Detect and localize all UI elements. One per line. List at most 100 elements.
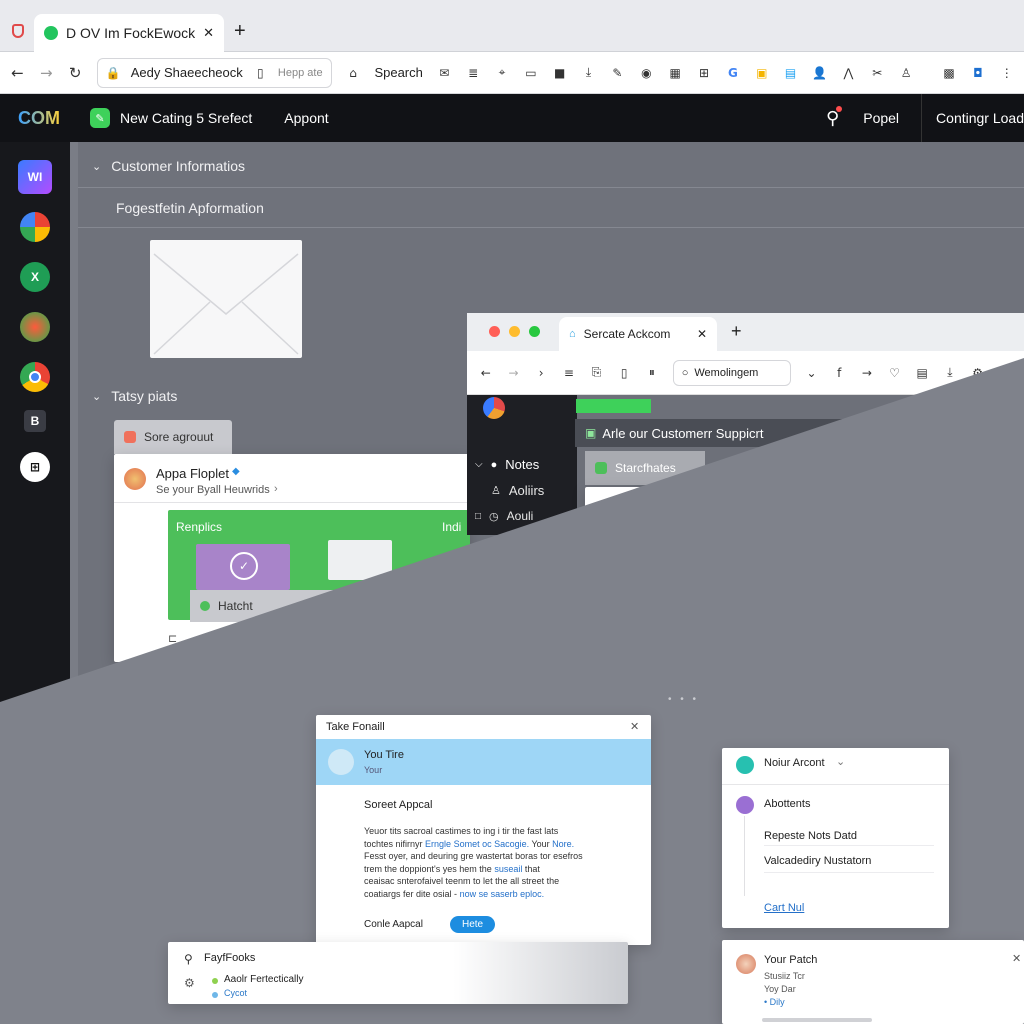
bottom-card-item[interactable]: Aaolr Fertectically: [224, 974, 304, 985]
window-minimize-icon[interactable]: [509, 326, 520, 337]
menu-dots-icon[interactable]: ⋮: [1000, 65, 1013, 80]
share-icon[interactable]: →: [861, 365, 872, 380]
settings-icon[interactable]: ⚙: [972, 365, 983, 380]
window-close-icon[interactable]: [489, 326, 500, 337]
sidebar-grid-icon[interactable]: ⊞: [20, 452, 50, 482]
bottom-card-title[interactable]: FayfFooks: [204, 952, 256, 964]
checkbox-row[interactable]: ✓ Sale Ficlity: [651, 651, 727, 665]
dialog-body-link[interactable]: suseail: [494, 863, 523, 874]
account-link[interactable]: Cart Nul: [764, 902, 805, 914]
header-new-item[interactable]: New Cating 5 Srefect: [120, 110, 253, 126]
sidebar-app-wi[interactable]: WI: [18, 160, 52, 194]
heart-icon[interactable]: ♡: [889, 365, 900, 380]
new-tab-button[interactable]: +: [234, 20, 246, 42]
new-tab-button[interactable]: +: [731, 321, 742, 341]
checkbox-checked-icon[interactable]: ✓: [629, 544, 641, 556]
app-logo[interactable]: COM: [0, 108, 78, 129]
section-tasty[interactable]: ⌄ Tatsy piats: [92, 388, 177, 404]
download-icon[interactable]: ⤓: [947, 365, 953, 379]
apple-subtitle[interactable]: Se your Byall Heuwrids: [156, 484, 270, 496]
close-tab-icon[interactable]: ✕: [696, 327, 707, 341]
sidebar-app-b-icon[interactable]: B: [24, 410, 46, 432]
checkbox-row[interactable]: Customer Soglics: [629, 567, 741, 581]
back-arrow-icon[interactable]: ←: [11, 63, 24, 82]
tools-icon[interactable]: ✂: [872, 65, 883, 80]
close-icon[interactable]: ✕: [630, 720, 640, 733]
inner-side-item-2[interactable]: ♙ Aoliirs: [491, 483, 544, 498]
dialog-body-link[interactable]: Nore.: [552, 838, 575, 849]
apple-title[interactable]: Appa Floplet: [156, 466, 229, 481]
hatch-tab[interactable]: Hatcht: [190, 590, 470, 622]
chevron-down-icon[interactable]: ⌄: [836, 756, 846, 768]
window-maximize-icon[interactable]: [529, 326, 540, 337]
inner-panel-tab[interactable]: Starcfhates: [585, 451, 705, 485]
pause-icon[interactable]: ⏸: [648, 365, 655, 379]
forward-arrow-icon[interactable]: →: [40, 63, 53, 82]
address-bar[interactable]: 🔒 Aedy Shaeecheock ▯ Hepp ate: [96, 57, 332, 88]
search-icon[interactable]: ⚲: [826, 105, 843, 129]
fregout-label[interactable]: Frecfoutor Custons: [200, 632, 303, 646]
mail-icon[interactable]: ✉: [439, 65, 450, 80]
qr-icon[interactable]: ▩: [943, 65, 955, 80]
sore-tab[interactable]: Sore agrouut: [114, 420, 232, 454]
grid-icon[interactable]: ⊞: [698, 65, 710, 80]
list-icon[interactable]: ≡: [563, 365, 574, 380]
patch-title[interactable]: Your Patch: [764, 954, 818, 966]
shield-icon[interactable]: [12, 24, 24, 38]
browser-tab[interactable]: D OV Im FockEwock5cl ✕: [34, 14, 224, 52]
header-right-item[interactable]: Popel: [863, 110, 900, 126]
inner-side-item-notes[interactable]: ⌵ ● Notes: [475, 457, 539, 472]
checkbox-row[interactable]: ✓ Castalinps: [629, 543, 703, 557]
dialog-footer-text[interactable]: Conle Aapcal: [364, 919, 423, 930]
reload-icon[interactable]: ↻: [68, 63, 82, 82]
account-item[interactable]: Abottents: [764, 798, 811, 810]
toolbar-search-label[interactable]: Spearch: [374, 65, 423, 80]
lock-icon[interactable]: ⌂: [349, 65, 357, 80]
docs-icon[interactable]: ▤: [784, 65, 797, 80]
document-icon[interactable]: ▤: [916, 365, 928, 380]
download-icon[interactable]: ⤓: [585, 65, 592, 79]
chevron-down-icon[interactable]: ⌄: [806, 365, 817, 380]
sidebar-app-excel-icon[interactable]: X: [20, 262, 50, 292]
account-item[interactable]: Valcadediry Nustatorn: [764, 855, 872, 867]
inner-header[interactable]: ▣ Arle our Customerr Suppicrt: [575, 419, 945, 447]
forward-arrow-icon[interactable]: ›: [538, 365, 544, 380]
list-icon[interactable]: ≣: [468, 65, 479, 80]
back-arrow-icon[interactable]: ←: [480, 365, 491, 380]
header-right-item-2[interactable]: Contingr Load: [936, 110, 1024, 126]
circle-icon[interactable]: ○: [1000, 365, 1011, 380]
facebook-icon[interactable]: f: [837, 365, 842, 380]
dialog-confirm-button[interactable]: Hete: [450, 916, 496, 933]
section-customer-info[interactable]: ⌄ Customer Informatios: [92, 158, 245, 174]
window-icon[interactable]: ▯: [620, 365, 628, 380]
close-tab-icon[interactable]: ✕: [203, 25, 214, 41]
tag-icon[interactable]: ⌖: [498, 65, 506, 79]
file-icon[interactable]: ⎘: [591, 365, 602, 379]
close-icon[interactable]: ✕: [1012, 952, 1022, 965]
user-icon[interactable]: 👤: [812, 65, 827, 80]
sidebar-app-chrome-icon[interactable]: [20, 362, 50, 392]
dialog-user-row[interactable]: You Tire Your: [316, 739, 651, 785]
account-item[interactable]: Repeste Nots Datd: [764, 830, 857, 842]
calendar-icon[interactable]: ▦: [669, 65, 681, 80]
inner-side-item-3[interactable]: □ ◷ Aouli: [475, 509, 533, 523]
new-item-icon[interactable]: ✎: [90, 108, 110, 128]
scrollbar[interactable]: [762, 1018, 872, 1022]
account-title[interactable]: Noiur Arcont: [764, 757, 825, 769]
extension-icon[interactable]: ◘: [973, 65, 983, 80]
pen-icon[interactable]: ✎: [612, 65, 623, 80]
google-icon[interactable]: G: [727, 65, 738, 80]
circle-info-icon[interactable]: ◉: [641, 65, 652, 80]
dialog-body-link[interactable]: now se saserb eploc.: [459, 888, 545, 899]
profile-icon[interactable]: ♙: [900, 65, 912, 80]
checkbox-checked-icon[interactable]: ✓: [651, 652, 663, 664]
inner-search-box[interactable]: ○ Wemolingem: [672, 359, 791, 386]
square-icon[interactable]: ■: [554, 65, 566, 80]
inner-tab[interactable]: ⌂ Sercate Ackcom ✕: [559, 317, 717, 351]
drive-icon[interactable]: ▣: [756, 65, 768, 80]
sidebar-app-media-icon[interactable]: [20, 312, 50, 342]
forward-arrow-icon[interactable]: →: [508, 365, 519, 380]
sidebar-app-docs-icon[interactable]: [20, 212, 50, 242]
bottom-card-item[interactable]: Cycot: [224, 988, 248, 998]
header-link[interactable]: Appont: [284, 110, 329, 126]
